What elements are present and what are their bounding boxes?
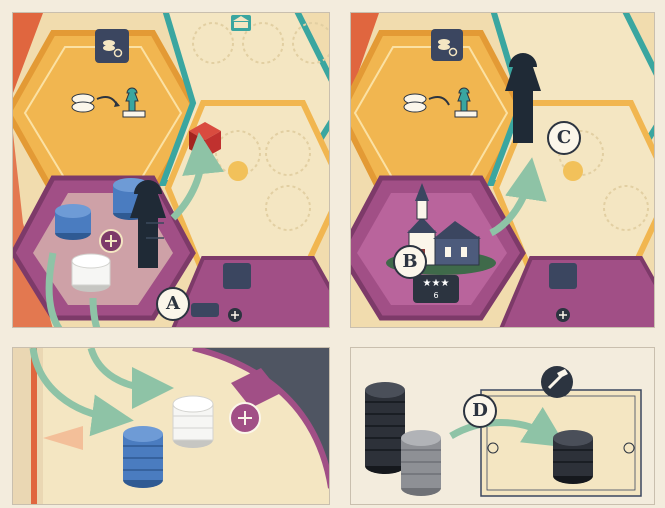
white-disc-stack	[173, 396, 213, 448]
hex-tile-purple-right	[173, 258, 330, 328]
black-disc-stack	[365, 382, 405, 474]
label-b: B	[393, 245, 427, 279]
label-d: D	[463, 394, 497, 428]
church-stars: ★★★	[413, 278, 459, 289]
board-panel-action-b-c: B C ★★★ 6	[350, 12, 655, 328]
black-disc-stack-placed	[553, 430, 593, 484]
supply-panel-action-d: D	[350, 347, 655, 505]
blue-disc-stack	[123, 426, 163, 488]
board-panel-action-a: A	[12, 12, 330, 328]
church-value: 6	[413, 290, 459, 301]
grey-disc-stack	[401, 430, 441, 496]
hammer-icon	[541, 366, 573, 398]
supply-panel-discs	[12, 347, 330, 505]
coins-search-icon	[95, 29, 129, 63]
white-disc-stack	[72, 254, 110, 292]
label-a: A	[156, 287, 190, 321]
bank-icon	[231, 15, 251, 31]
label-c: C	[547, 121, 581, 155]
coins-search-icon	[431, 29, 463, 61]
